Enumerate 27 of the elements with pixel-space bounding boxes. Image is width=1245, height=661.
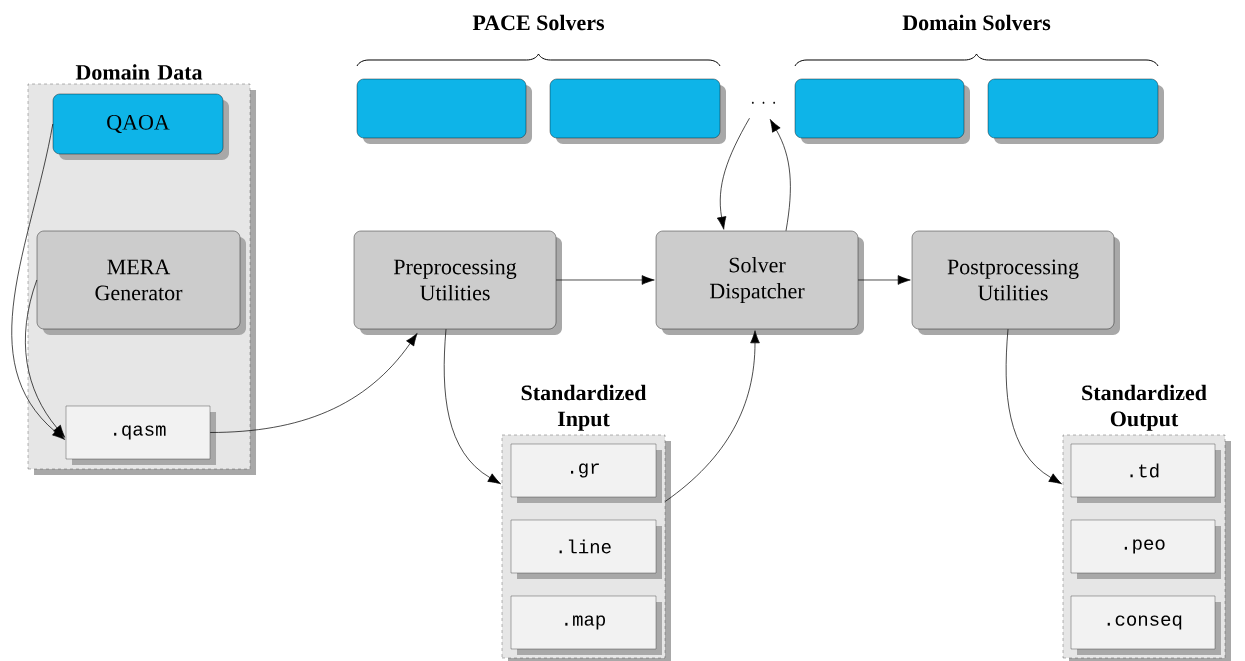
process-box: Preprocessing Utilities bbox=[353, 230, 562, 335]
solver-box bbox=[794, 78, 970, 144]
solver-box bbox=[356, 78, 532, 144]
file-box: .line bbox=[510, 519, 662, 579]
arrow bbox=[209, 333, 418, 433]
file-box: .td bbox=[1070, 443, 1221, 503]
file-box: .conseq bbox=[1070, 595, 1221, 655]
group-heading: Domain Solvers bbox=[902, 14, 1051, 31]
solver-box bbox=[987, 78, 1164, 144]
arrow bbox=[716, 117, 750, 230]
process-box: Solver Dispatcher bbox=[655, 230, 864, 335]
arrow bbox=[555, 275, 655, 285]
group-heading: Standardized Input bbox=[521, 384, 647, 431]
arrow bbox=[443, 328, 501, 485]
ellipsis: · · · bbox=[751, 101, 776, 104]
arrow bbox=[857, 275, 911, 285]
file-box: .gr bbox=[510, 443, 662, 503]
file-box: .map bbox=[510, 595, 662, 655]
process-box: Postprocessing Utilities bbox=[911, 230, 1120, 335]
file-box: .peo bbox=[1070, 519, 1221, 579]
group-heading: Domain Data bbox=[75, 64, 203, 80]
arrow bbox=[1005, 328, 1062, 485]
arrow bbox=[769, 119, 791, 232]
solver-box bbox=[549, 78, 726, 144]
arrow bbox=[664, 330, 760, 502]
group-heading: PACE Solvers bbox=[472, 14, 605, 31]
group-heading: Standardized Output bbox=[1082, 384, 1207, 431]
